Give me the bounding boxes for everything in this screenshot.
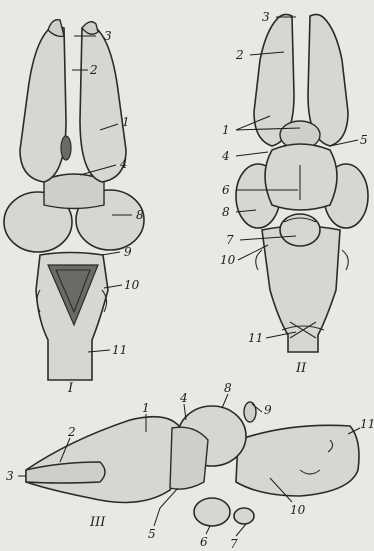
label-f3-8: 8 [224,381,232,395]
label-f2-5: 5 [360,133,368,147]
label-f3-2: 2 [67,425,76,439]
label-f2-1: 1 [222,123,230,137]
label-f3-4: 4 [179,391,188,405]
figure-label-I: I [67,381,74,396]
figure-label-III: III [89,515,106,530]
label-f2-2: 2 [235,48,244,62]
label-f3-5: 5 [148,527,156,541]
figure-I: 3 2 1 4 8 9 10 11 I [4,20,144,396]
label-f3-10: 10 [290,503,306,517]
label-f3-3: 3 [6,469,14,483]
label-f2-7: 7 [226,233,234,247]
label-f1-2: 2 [89,63,98,77]
label-f1-8: 8 [136,208,144,222]
figure-III: 1 4 8 9 11 3 2 5 6 7 10 III [6,381,374,551]
label-f1-11: 11 [112,343,127,357]
label-f1-1: 1 [122,115,130,129]
label-f3-7: 7 [230,537,238,551]
label-f2-4: 4 [221,149,230,163]
label-f1-3: 3 [104,29,112,43]
label-f3-11: 11 [360,417,374,431]
label-f2-6: 6 [222,183,230,197]
label-f2-10: 10 [220,253,236,267]
label-f2-11: 11 [248,331,263,345]
label-f3-6: 6 [200,535,208,549]
label-f1-4: 4 [119,157,128,171]
label-f2-8: 8 [222,205,230,219]
label-f1-9: 9 [124,245,132,259]
label-f1-10: 10 [124,278,140,292]
label-f2-3: 3 [262,10,270,24]
label-f3-9: 9 [264,403,272,417]
figure-label-II: II [295,361,307,376]
figure-II: 3 2 1 4 5 6 8 7 10 11 II [220,10,368,376]
label-f3-1: 1 [142,401,150,415]
